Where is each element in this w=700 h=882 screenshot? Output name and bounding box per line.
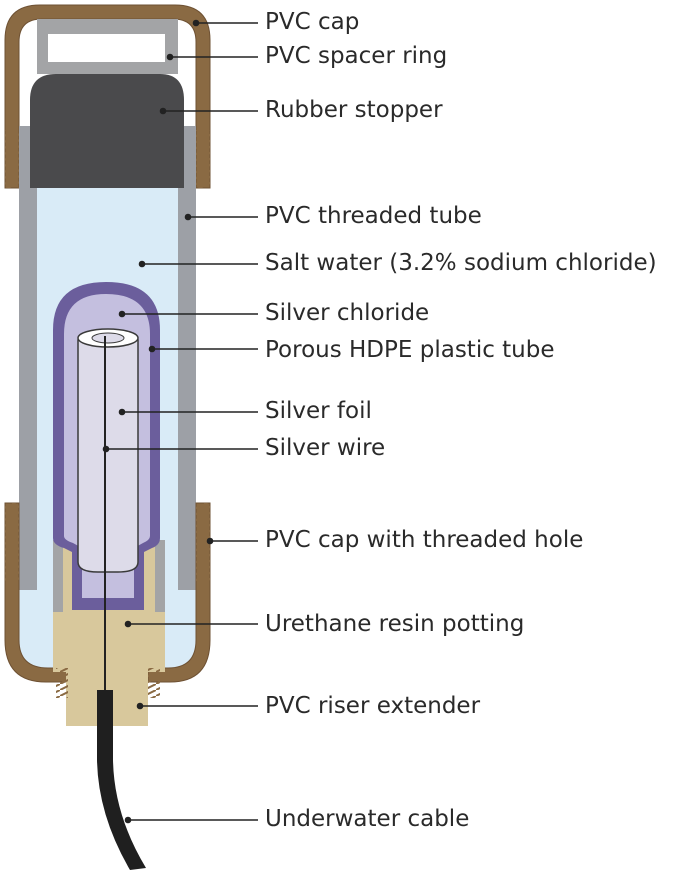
leader-dot-silver_wire [102, 445, 110, 453]
leader-dot-pvc_spacer_ring [166, 53, 174, 61]
pvc-tube-right [178, 126, 196, 590]
label-pvc-spacer-ring: PVC spacer ring [265, 43, 448, 69]
thread-top-right [196, 130, 210, 188]
label-pvc-cap-threaded-hole: PVC cap with threaded hole [265, 527, 584, 553]
label-salt-water: Salt water (3.2% sodium chloride) [265, 250, 657, 276]
label-silver-wire: Silver wire [265, 435, 386, 461]
leader-lines [102, 19, 258, 824]
silver-foil [77, 339, 139, 573]
label-porous-hdpe: Porous HDPE plastic tube [265, 337, 555, 363]
leader-dot-pvc_cap_threaded_hole [206, 537, 214, 545]
pvc-spacer-ring [37, 19, 178, 74]
thread-bottom-right [196, 503, 210, 583]
underwater-cable [97, 690, 146, 870]
leader-dot-rubber_stopper [159, 107, 167, 115]
leader-dot-salt_water [138, 260, 146, 268]
urethane-resin [53, 540, 165, 726]
rubber-stopper [30, 74, 184, 188]
thread-top-left [5, 130, 19, 188]
leader-dot-urethane_resin [124, 620, 132, 628]
label-pvc-cap: PVC cap [265, 9, 360, 35]
label-urethane-resin: Urethane resin potting [265, 611, 525, 637]
leader-dot-pvc_riser_extender [136, 702, 144, 710]
label-pvc-riser-extender: PVC riser extender [265, 693, 481, 719]
leader-dot-underwater_cable [124, 816, 132, 824]
thread-bottom-left [5, 503, 19, 583]
leader-dot-silver_chloride [118, 310, 126, 318]
leader-dot-porous_hdpe [148, 345, 156, 353]
label-silver-chloride: Silver chloride [265, 300, 430, 326]
leader-dot-silver_foil [118, 408, 126, 416]
leader-dot-pvc_cap [192, 19, 200, 27]
label-underwater-cable: Underwater cable [265, 806, 470, 832]
label-pvc-threaded-tube: PVC threaded tube [265, 203, 482, 229]
label-silver-foil: Silver foil [265, 398, 372, 424]
pvc-tube-left [19, 126, 37, 590]
label-rubber-stopper: Rubber stopper [265, 97, 443, 123]
leader-dot-pvc_threaded_tube [184, 213, 192, 221]
riser-threads-left [56, 668, 68, 698]
riser-threads-right [148, 668, 160, 698]
